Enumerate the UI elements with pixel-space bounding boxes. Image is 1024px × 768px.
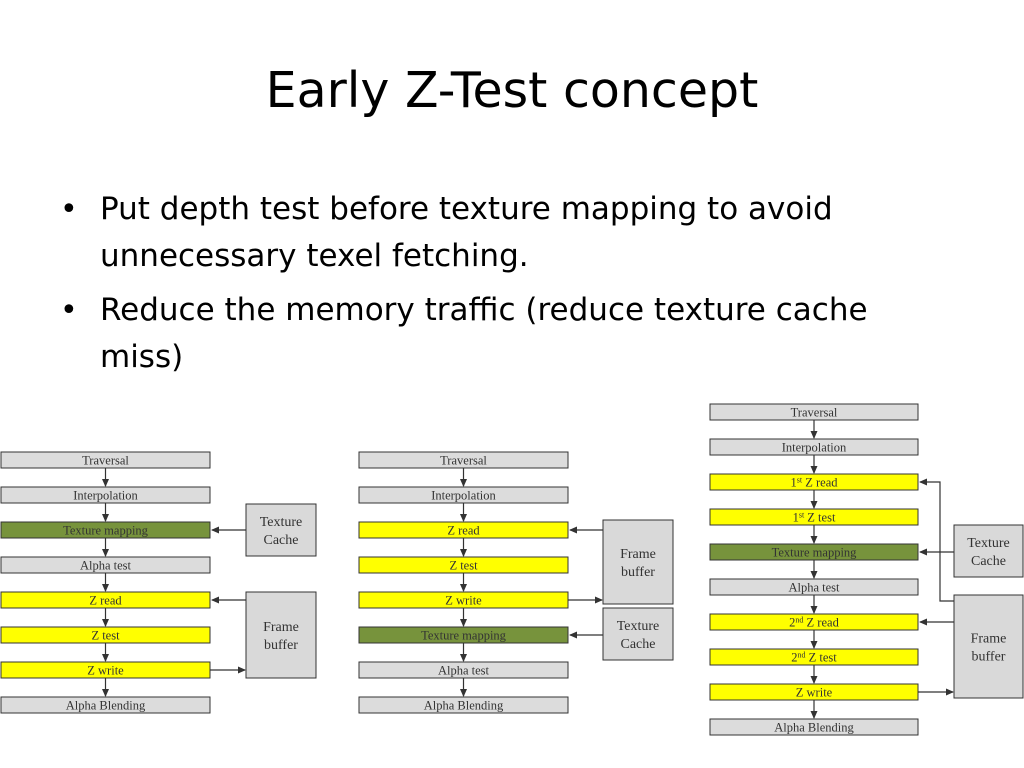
stage-two-pass-label: Traversal	[791, 406, 838, 420]
stage-early-z-label: Z test	[449, 559, 478, 573]
stage-two-pass-label: 1st Z read	[791, 476, 839, 490]
stage-two-pass-label: Alpha test	[788, 581, 840, 595]
memory-box	[953, 524, 1024, 578]
pipeline-stage: Alpha test	[0, 556, 211, 574]
stage-two-pass-label: Alpha Blending	[774, 721, 854, 735]
memory-box	[953, 594, 1024, 699]
bullet-dot-icon: •	[60, 192, 78, 227]
memory-box	[602, 519, 674, 605]
pipeline-stage: Z write	[0, 661, 211, 679]
pipeline-stage: 1st Z test	[709, 508, 919, 526]
memory-box	[602, 607, 674, 661]
side-box: Frame buffer	[245, 591, 317, 679]
pipeline-stage: Interpolation	[0, 486, 211, 504]
stage-early-z-label: Interpolation	[431, 489, 496, 503]
memory-box-label: buffer	[621, 565, 655, 580]
memory-box-label: Frame	[263, 620, 299, 635]
pipeline-stage: Alpha test	[358, 661, 569, 679]
stage-conventional-label: Interpolation	[73, 489, 138, 503]
pipeline-stage: Interpolation	[358, 486, 569, 504]
pipeline-stage: Traversal	[0, 451, 211, 469]
side-box: Frame buffer	[953, 594, 1024, 699]
pipeline-stage: 2nd Z test	[709, 648, 919, 666]
depth-read-arrow	[919, 478, 954, 602]
stage-two-pass-label: Texture mapping	[772, 546, 858, 560]
memory-box-label: Cache	[621, 637, 656, 652]
bullet-text: Put depth test before texture mapping to…	[100, 191, 833, 274]
stage-early-z-label: Traversal	[440, 454, 487, 468]
memory-box-label: Cache	[971, 554, 1006, 569]
stage-early-z-label: Texture mapping	[421, 629, 507, 643]
stage-box-gray	[358, 696, 569, 714]
memory-box	[245, 591, 317, 679]
bullet-list: • Put depth test before texture mapping t…	[60, 186, 960, 388]
bullet-text: Reduce the memory traffic (reduce textur…	[100, 292, 868, 375]
pipeline-stage: 1st Z read	[709, 473, 919, 491]
stage-conventional-label: Traversal	[82, 454, 129, 468]
pipeline-stage: Alpha Blending	[709, 718, 919, 736]
pipeline-stage: Z read	[0, 591, 211, 609]
memory-box-label: Frame	[971, 632, 1007, 647]
stage-two-pass-label: 2nd Z read	[789, 616, 839, 630]
memory-box-label: Cache	[264, 533, 299, 548]
pipeline-stage: Z write	[358, 591, 569, 609]
stage-conventional-label: Texture mapping	[63, 524, 149, 538]
pipeline-stage: Traversal	[358, 451, 569, 469]
stage-two-pass-label: 2nd Z test	[791, 651, 837, 665]
stage-conventional-label: Z write	[87, 664, 124, 678]
stage-conventional-label: Alpha Blending	[66, 699, 146, 713]
pipeline-stage: Z test	[0, 626, 211, 644]
pipeline-stage: 2nd Z read	[709, 613, 919, 631]
stage-early-z-label: Z read	[447, 524, 480, 538]
memory-box-label: Frame	[620, 547, 656, 562]
pipeline-stage: Texture mapping	[358, 626, 569, 644]
pipeline-stage: Z write	[709, 683, 919, 701]
side-box: Frame buffer	[602, 519, 674, 605]
stage-early-z-label: Z write	[445, 594, 482, 608]
stage-box-gray	[709, 718, 919, 736]
stage-conventional-label: Z test	[91, 629, 120, 643]
stage-two-pass-label: Z write	[796, 686, 833, 700]
stage-two-pass-label: 1st Z test	[793, 511, 836, 525]
memory-box-label: Texture	[967, 536, 1010, 551]
memory-box-label: Texture	[617, 619, 660, 634]
bullet-item: • Reduce the memory traffic (reduce textu…	[60, 287, 960, 381]
memory-box-label: buffer	[264, 638, 298, 653]
stage-box-gray	[0, 696, 211, 714]
stage-early-z-label: Alpha test	[438, 664, 490, 678]
pipeline-stage: Alpha Blending	[0, 696, 211, 714]
pipeline-stage: Texture mapping	[709, 543, 919, 561]
memory-box-label: Texture	[260, 515, 303, 530]
pipeline-stage: Traversal	[709, 403, 919, 421]
memory-box-label: buffer	[972, 650, 1006, 665]
slide-title: Early Z-Test concept	[265, 62, 759, 119]
pipeline-stage: Alpha Blending	[358, 696, 569, 714]
pipeline-stage: Interpolation	[709, 438, 919, 456]
bullet-dot-icon: •	[60, 293, 78, 328]
pipeline-stage: Z read	[358, 521, 569, 539]
pipeline-stage: Z test	[358, 556, 569, 574]
stage-early-z-label: Alpha Blending	[424, 699, 504, 713]
stage-conventional-label: Z read	[89, 594, 122, 608]
stage-conventional-label: Alpha test	[80, 559, 132, 573]
pipeline-stage: Alpha test	[709, 578, 919, 596]
stage-two-pass-label: Interpolation	[782, 441, 847, 455]
pipeline-stage: Texture mapping	[0, 521, 211, 539]
memory-box	[245, 503, 317, 557]
bullet-item: • Put depth test before texture mapping t…	[60, 186, 960, 280]
